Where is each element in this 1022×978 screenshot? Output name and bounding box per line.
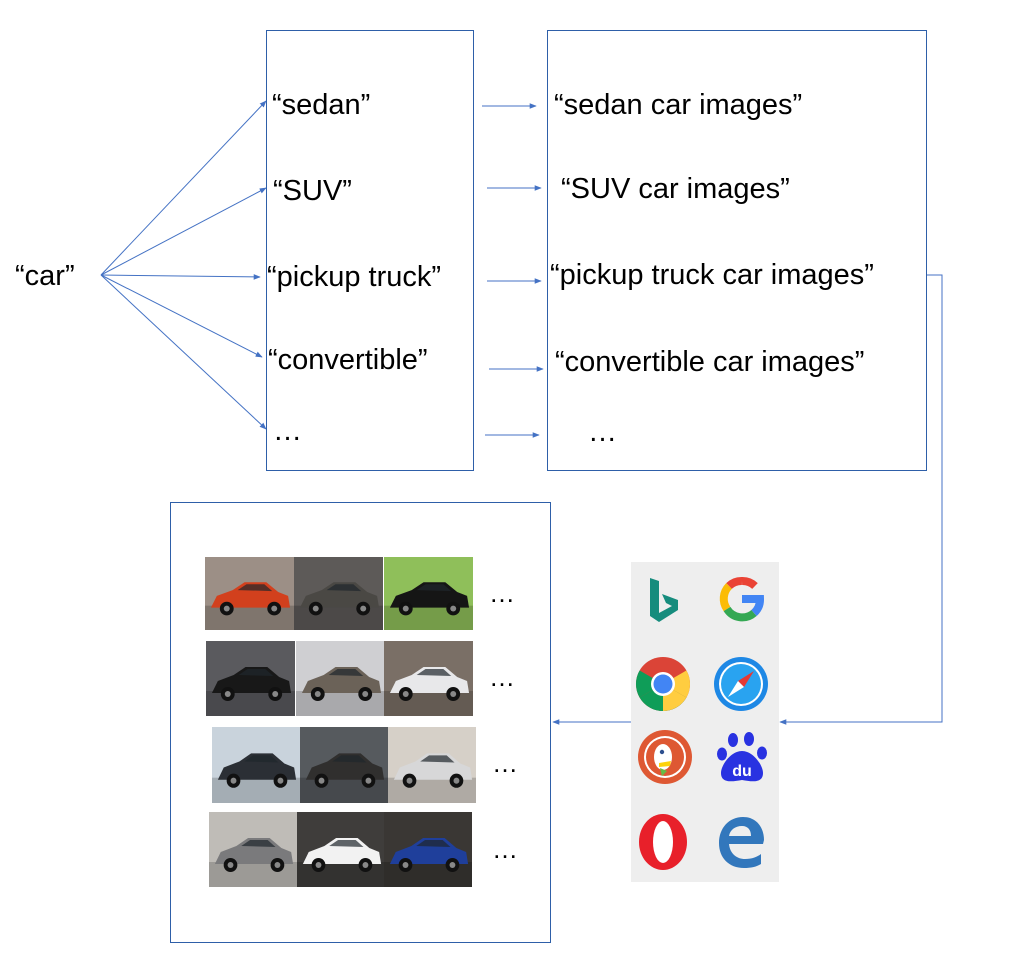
category-sedan: “sedan”: [272, 89, 371, 121]
result-thumbnail: [388, 727, 476, 803]
more-results-ellipsis: …: [489, 578, 515, 608]
arrow-car-to-suv: [100, 187, 267, 276]
baidu-icon: du: [713, 727, 773, 787]
arrow-car-to-convertible: [100, 274, 263, 358]
arrow-car-to-sedan: [100, 100, 267, 276]
result-thumbnail: [209, 812, 297, 887]
duckduckgo-icon: [635, 727, 695, 787]
category-pickup-truck: “pickup truck”: [267, 261, 442, 293]
arrow-queries-to-engines: [779, 274, 943, 725]
google-icon: [712, 569, 772, 629]
category-more: …: [273, 415, 302, 447]
more-results-ellipsis: …: [489, 662, 515, 692]
svg-text:du: du: [732, 763, 752, 780]
bing-icon: [634, 569, 694, 629]
more-results-ellipsis: …: [492, 748, 518, 778]
opera-icon: [633, 812, 693, 872]
arrow-car-to-pickup: [100, 274, 261, 280]
edge-icon: [711, 812, 771, 872]
safari-icon: [711, 654, 771, 714]
result-thumbnail: [294, 557, 383, 630]
result-thumbnail: [300, 727, 388, 803]
query-more: …: [588, 416, 617, 448]
query-suv: “SUV car images”: [561, 173, 790, 205]
category-convertible: “convertible”: [268, 344, 428, 376]
category-suv: “SUV”: [273, 175, 352, 207]
query-box: [547, 30, 927, 471]
search-engines-panel: du: [631, 562, 779, 882]
result-thumbnail: [384, 557, 473, 630]
result-thumbnail: [212, 727, 300, 803]
result-thumbnail: [384, 641, 473, 716]
category-box: [266, 30, 474, 471]
query-convertible: “convertible car images”: [555, 346, 865, 378]
results-box: [170, 502, 551, 943]
source-term-label: “car”: [15, 260, 75, 292]
result-thumbnail: [384, 812, 472, 887]
query-sedan: “sedan car images”: [554, 89, 803, 121]
query-pickup-truck: “pickup truck car images”: [550, 259, 874, 291]
result-thumbnail: [297, 812, 385, 887]
more-results-ellipsis: …: [492, 834, 518, 864]
result-thumbnail: [296, 641, 385, 716]
result-thumbnail: [206, 641, 295, 716]
arrow-car-to-more: [100, 274, 267, 430]
result-thumbnail: [205, 557, 294, 630]
chrome-icon: [633, 654, 693, 714]
